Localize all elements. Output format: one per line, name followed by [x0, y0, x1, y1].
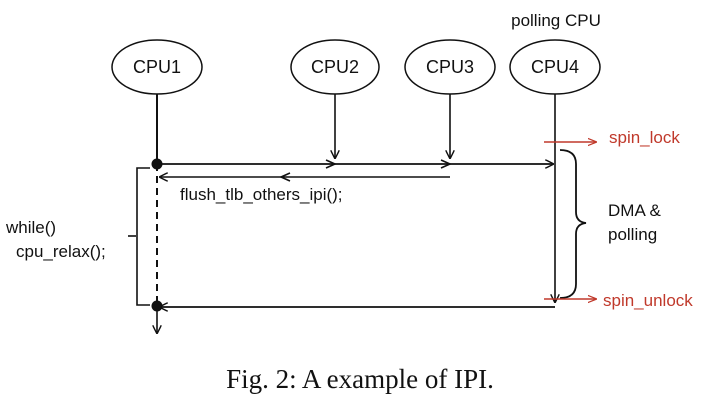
cpu4-node: CPU4 — [509, 39, 601, 95]
cpu1-label: CPU1 — [133, 57, 181, 77]
loop-relax-label: cpu_relax(); — [16, 242, 106, 261]
busy-wait-bracket — [136, 167, 150, 306]
spin-unlock-label: spin_unlock — [603, 291, 693, 310]
polling-label: polling — [608, 225, 657, 244]
ipi-complete-point — [151, 300, 163, 312]
spin-lock-label: spin_lock — [609, 128, 680, 147]
ack-cpu2-arrowhead — [279, 172, 291, 182]
cpu1-node: CPU1 — [111, 39, 203, 95]
dma-polling-brace — [559, 149, 587, 299]
figure-caption: Fig. 2: A example of IPI. — [226, 364, 494, 394]
cpu2-node: CPU2 — [290, 39, 380, 95]
ipi-call-label: flush_tlb_others_ipi(); — [180, 185, 343, 204]
ipi-to-cpu3-arrowhead — [440, 159, 452, 169]
cpu3-label: CPU3 — [426, 57, 474, 77]
cpu4-label: CPU4 — [531, 57, 579, 77]
ipi-to-cpu2-arrowhead — [325, 159, 337, 169]
cpu2-label: CPU2 — [311, 57, 359, 77]
loop-while-label: while() — [5, 218, 56, 237]
dma-label: DMA & — [608, 201, 662, 220]
cpu3-node: CPU3 — [404, 39, 496, 95]
polling-cpu-label: polling CPU — [511, 11, 601, 30]
